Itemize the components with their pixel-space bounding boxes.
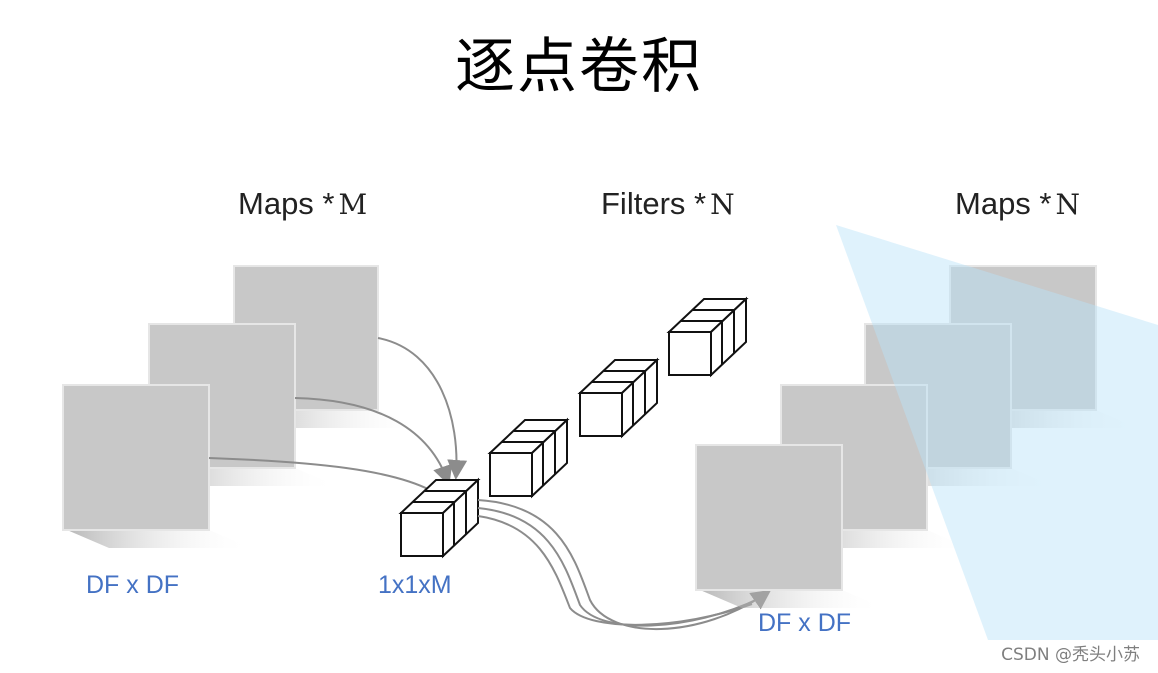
filters-header-symbol: N [710, 188, 735, 221]
filters-header-text: Filters * [601, 186, 707, 221]
input-size-label: DF x DF [86, 571, 180, 599]
arrow-from-map-3 [377, 337, 468, 480]
output-arrows [477, 499, 772, 631]
output-maps-header-text: Maps * [955, 186, 1052, 221]
output-maps [695, 265, 1138, 608]
kernel-size-label: 1x1xM [378, 571, 452, 599]
kernel-cube [398, 477, 481, 559]
output-arrow-1 [477, 499, 772, 631]
arrow-from-map-1 [208, 457, 431, 491]
output-maps-header-symbol: N [1055, 188, 1080, 221]
output-maps-header: Maps *N [955, 186, 1080, 222]
input-map-1 [62, 384, 251, 548]
watermark: CSDN @秃头小苏 [1001, 645, 1140, 665]
input-maps-header: Maps *M [238, 186, 367, 222]
arrow-from-map-2 [294, 397, 453, 486]
output-map-0 [695, 444, 884, 608]
output-size-label: DF x DF [758, 609, 852, 637]
input-maps-header-text: Maps * [238, 186, 335, 221]
filters [398, 296, 749, 559]
filter-cube-2 [577, 357, 660, 439]
input-maps [62, 265, 420, 548]
input-maps-header-symbol: M [338, 188, 368, 221]
filters-header: Filters *N [601, 186, 735, 222]
output-arrow-3 [477, 515, 753, 626]
highlight-region [836, 225, 1158, 640]
input-arrows [208, 337, 468, 491]
filter-cube-3 [666, 296, 749, 378]
filter-cube-1 [487, 417, 570, 499]
page-title: 逐点卷积 [455, 32, 703, 102]
